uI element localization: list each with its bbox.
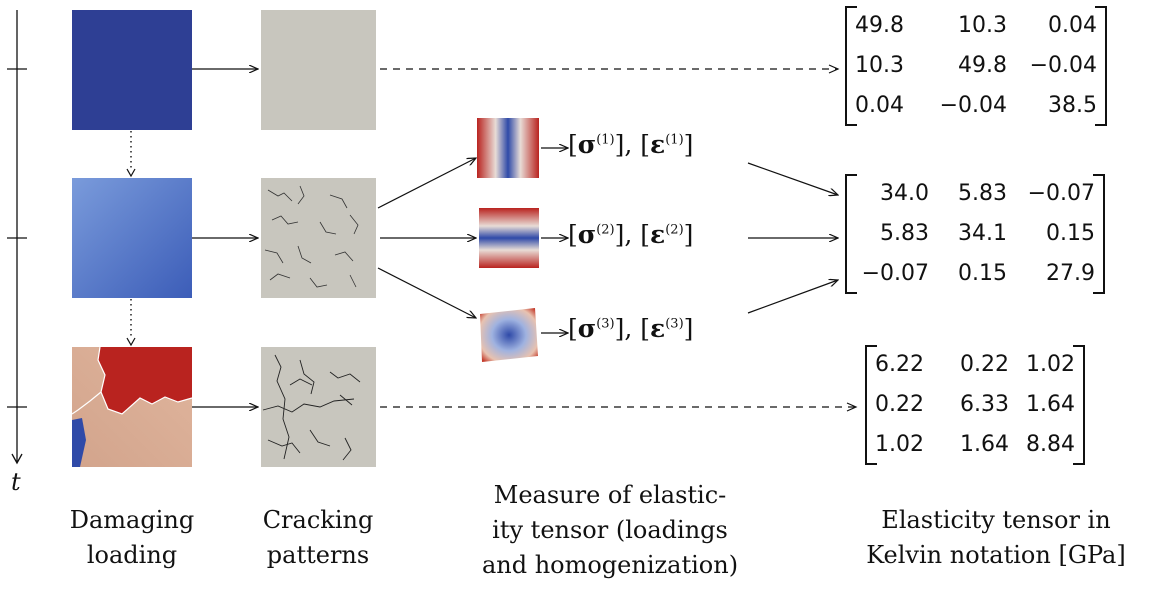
matrix-cell: 0.04	[855, 93, 904, 118]
matrix-cell: 1.64	[960, 432, 1009, 457]
tensor-matrix-2: 34.0 5.83 −0.07 5.83 34.1 0.15 −0.07 0.1…	[845, 174, 1105, 294]
matrix-cell: 10.3	[855, 53, 904, 78]
caption-line: Elasticity tensor in	[881, 506, 1111, 534]
damage-state-3	[71, 346, 193, 467]
superscript: (3)	[596, 316, 615, 332]
loading-case-1	[477, 118, 539, 178]
caption-line: loading	[86, 541, 178, 569]
epsilon-symbol: ε	[650, 314, 666, 343]
caption-cracking-patterns: Cracking patterns	[228, 503, 408, 573]
caption-line: and homogenization)	[481, 551, 739, 579]
superscript: (1)	[596, 132, 615, 148]
matrix-cell: 5.83	[958, 181, 1007, 206]
caption-measure: Measure of elastic- ity tensor (loadings…	[470, 478, 750, 583]
matrix-cell: 10.3	[958, 13, 1007, 38]
tensor-matrix-1: 49.8 10.3 0.04 10.3 49.8 −0.04 0.04 −0.0…	[845, 6, 1107, 126]
caption-line: ity tensor (loadings	[492, 516, 728, 544]
caption-damaging-loading: Damaging loading	[42, 503, 222, 573]
arrow-to-tensor-3	[747, 280, 838, 314]
caption-line: Kelvin notation [GPa]	[866, 541, 1126, 569]
matrix-cell: 0.15	[958, 261, 1007, 286]
dashed-arrowhead-3	[846, 402, 858, 412]
arrow-crack-to-load-1	[377, 158, 476, 209]
matrix-cell: 34.1	[958, 221, 1007, 246]
epsilon-symbol: ε	[650, 130, 666, 159]
measure-label-1: [σ(1)], [ε(1)]	[568, 130, 694, 159]
caption-line: Damaging	[69, 506, 195, 534]
matrix-cell: 8.84	[1026, 432, 1075, 457]
matrix-cell: 1.02	[875, 432, 924, 457]
sigma-symbol: σ	[577, 130, 597, 159]
damage-state-2	[72, 178, 192, 298]
caption-line: patterns	[266, 541, 370, 569]
caption-elasticity-tensor: Elasticity tensor in Kelvin notation [GP…	[843, 503, 1149, 573]
arrow-to-tensor-1	[747, 162, 838, 195]
time-axis-arrow	[11, 453, 23, 465]
matrix-cell: 0.04	[1048, 13, 1097, 38]
crack-pattern-3	[261, 347, 376, 467]
superscript: (2)	[665, 222, 684, 238]
bracket-left	[845, 174, 857, 294]
matrix-cell: −0.07	[1027, 181, 1095, 206]
matrix-cell: 6.33	[960, 392, 1009, 417]
caption-line: Measure of elastic-	[493, 481, 727, 509]
loading-case-3	[480, 308, 538, 362]
matrix-cell: 34.0	[880, 181, 929, 206]
matrix-cell: 38.5	[1048, 93, 1097, 118]
bracket-right	[1073, 345, 1085, 465]
damage-state-1	[72, 10, 192, 130]
bracket-right	[1095, 6, 1107, 126]
superscript: (3)	[665, 316, 684, 332]
matrix-cell: 0.15	[1046, 221, 1095, 246]
superscript: (1)	[665, 132, 684, 148]
bracket-right	[1093, 174, 1105, 294]
loading-case-2	[479, 208, 539, 268]
bracket-left	[845, 6, 857, 126]
dotted-arrowhead-2	[126, 337, 136, 347]
bracket-left	[865, 345, 877, 465]
matrix-cell: 5.83	[880, 221, 929, 246]
caption-line: Cracking	[262, 506, 374, 534]
dashed-arrowhead-1	[828, 64, 840, 74]
matrix-cell: 0.22	[875, 392, 924, 417]
crack-pattern-2	[261, 178, 376, 298]
epsilon-symbol: ε	[650, 220, 666, 249]
matrix-cell: −0.04	[939, 93, 1007, 118]
superscript: (2)	[596, 222, 615, 238]
measure-label-3: [σ(3)], [ε(3)]	[568, 314, 694, 343]
measure-label-2: [σ(2)], [ε(2)]	[568, 220, 694, 249]
matrix-cell: −0.07	[861, 261, 929, 286]
matrix-cell: 0.22	[960, 352, 1009, 377]
sigma-symbol: σ	[577, 220, 597, 249]
matrix-cell: 49.8	[958, 53, 1007, 78]
time-label: t	[11, 468, 21, 496]
tensor-matrix-3: 6.22 0.22 1.02 0.22 6.33 1.64 1.02 1.64 …	[865, 345, 1085, 465]
matrix-cell: 1.64	[1026, 392, 1075, 417]
crack-pattern-1	[261, 10, 376, 130]
matrix-cell: 27.9	[1046, 261, 1095, 286]
matrix-cell: 49.8	[855, 13, 904, 38]
sigma-symbol: σ	[577, 314, 597, 343]
matrix-cell: −0.04	[1029, 53, 1097, 78]
matrix-cell: 1.02	[1026, 352, 1075, 377]
matrix-cell: 6.22	[875, 352, 924, 377]
arrow-crack-to-load-3	[377, 267, 476, 318]
dotted-arrowhead-1	[126, 168, 136, 178]
